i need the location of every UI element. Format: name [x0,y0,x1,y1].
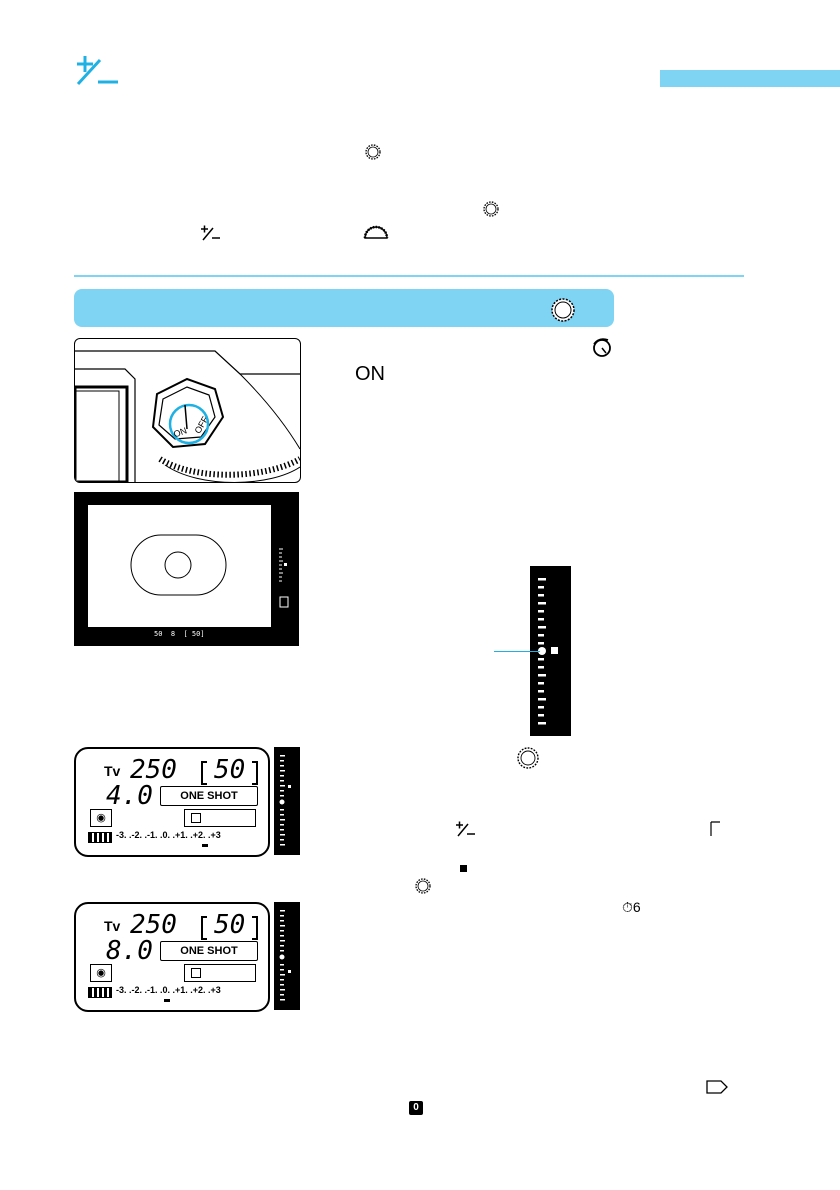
power-switch-icon [593,338,611,357]
viewfinder-status-readout: 50 8 [ 50] [154,630,205,638]
lcd-mode: Tv [104,918,121,934]
timer-icon: ⏱ [622,900,633,916]
exposure-compensation-icon [456,821,475,837]
lcd-af-mode: ONE SHOT [160,786,258,806]
viewfinder-exposure-scale [279,548,289,608]
lcd-exposure-marker [202,844,208,847]
drive-mode-box [184,964,256,982]
quick-control-dial-icon [365,144,381,160]
lcd-exposure-scale: -3. .-2. .-1. .0. .+1. .+2. .+3 [116,830,221,840]
lcd-bracket-right [252,916,258,940]
viewfinder-illustration: 50 8 [ 50] [74,492,299,646]
switch-on-label: ON [172,425,188,439]
lcd-bracket-right [252,761,258,785]
viewfinder-af-area [130,534,227,596]
viewfinder-frame [88,505,271,627]
procedure-heading-band [74,289,614,327]
exposure-marker-square [460,865,467,872]
timer-value: 6 [632,899,641,915]
lcd-aperture: 8.0 [106,936,153,966]
page-ref-icon [710,821,720,836]
battery-icon [88,987,112,998]
quick-control-dial-icon [551,298,575,322]
metering-mode-icon: ◉ [90,809,112,827]
drive-mode-box [184,809,256,827]
section-tab-bar [660,70,840,87]
power-switch-illustration: ON OFF [74,338,301,483]
section-divider [74,275,744,277]
lcd-shutter-speed: 250 [130,910,177,940]
lcd-shutter-speed: 250 [130,755,177,785]
lcd-exposure-scale: -3. .-2. .-1. .0. .+1. .+2. .+3 [116,985,221,995]
lcd-exposure-marker [164,999,170,1002]
page-ref-icon [706,1080,728,1094]
quick-control-dial-icon [517,747,539,769]
side-scale-before [274,747,300,855]
scale-pointer-line [494,651,540,652]
lcd-shots-remaining: 50 [214,755,246,785]
lcd-panel-after: Tv 250 50 8.0 ONE SHOT ◉ -3. .-2. .-1. .… [74,902,270,1012]
lcd-af-mode: ONE SHOT [160,941,258,961]
exposure-compensation-icon [201,225,220,241]
timer-reference: ⏱6 [622,899,641,916]
lcd-mode: Tv [104,763,121,779]
lcd-shots-remaining: 50 [214,910,246,940]
quick-control-dial-icon [483,201,499,217]
zero-mark-icon: 0 [409,1101,423,1115]
side-scale-after [274,902,300,1010]
metering-mode-icon: ◉ [90,964,112,982]
battery-icon [88,832,112,843]
lcd-panel-before: Tv 250 50 4.0 ONE SHOT ◉ -3. .-2. .-1. .… [74,747,270,857]
lcd-aperture: 4.0 [106,781,153,811]
quick-control-dial-icon [415,878,431,894]
on-switch-label: ON [355,363,385,385]
exposure-compensation-icon [76,56,118,86]
lcd-bracket-left [201,761,207,785]
lcd-bracket-left [201,916,207,940]
main-dial-icon [363,225,389,239]
